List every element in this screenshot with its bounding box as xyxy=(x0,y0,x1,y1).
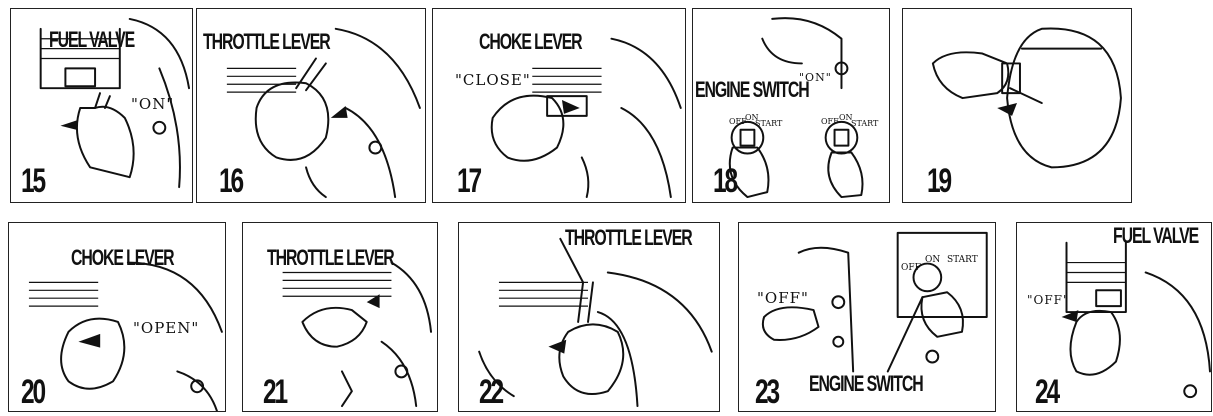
step-15-number: 15 xyxy=(21,164,44,198)
step-20-label: CHOKE LEVER xyxy=(71,247,174,269)
step-22-label: THROTTLE LEVER xyxy=(565,227,692,249)
step-18-dial-start: START xyxy=(755,119,782,128)
step-20-position-text: "OPEN" xyxy=(133,319,199,337)
step-17-panel: CHOKE LEVER "CLOSE" 17 xyxy=(432,8,686,203)
step-24-panel: FUEL VALVE "OFF" 24 xyxy=(1016,222,1212,412)
step-18-dial-start-right: START xyxy=(851,119,878,128)
step-23-dial-start: START xyxy=(947,255,978,265)
step-24-label: FUEL VALVE xyxy=(1113,225,1198,247)
step-18-panel: "ON" ENGINE SWITCH OFF ON START OFF ON S… xyxy=(692,8,890,203)
step-15-panel: FUEL VALVE "ON" 15 xyxy=(10,8,193,203)
step-23-label: ENGINE SWITCH xyxy=(809,373,923,395)
step-17-label: CHOKE LEVER xyxy=(479,31,582,53)
step-24-position-text: "OFF" xyxy=(1027,293,1070,307)
step-21-number: 21 xyxy=(263,375,286,409)
step-15-position-text: "ON" xyxy=(131,95,174,113)
step-23-position-text: "OFF" xyxy=(757,289,809,307)
step-18-dial-off-right: OFF xyxy=(821,117,839,126)
step-19-panel: 19 xyxy=(902,8,1132,203)
step-23-dial-off: OFF xyxy=(901,263,921,273)
step-24-number: 24 xyxy=(1035,375,1058,409)
step-23-dial-on: ON xyxy=(925,255,940,265)
step-23-number: 23 xyxy=(755,375,778,409)
step-18-label: ENGINE SWITCH xyxy=(695,79,809,101)
step-21-panel: THROTTLE LEVER 21 xyxy=(242,222,438,412)
step-22-number: 22 xyxy=(479,375,502,409)
step-21-label: THROTTLE LEVER xyxy=(267,247,394,269)
step-22-panel: THROTTLE LEVER 22 xyxy=(458,222,720,412)
step-18-number: 18 xyxy=(713,164,736,198)
step-17-position-text: "CLOSE" xyxy=(455,71,531,89)
step-20-number: 20 xyxy=(21,375,44,409)
step-16-label: THROTTLE LEVER xyxy=(203,31,330,53)
step-19-number: 19 xyxy=(927,164,950,198)
step-20-panel: CHOKE LEVER "OPEN" 20 xyxy=(8,222,226,412)
step-23-panel: "OFF" OFF ON START ENGINE SWITCH 23 xyxy=(738,222,996,412)
step-15-label: FUEL VALVE xyxy=(49,29,134,51)
step-16-panel: THROTTLE LEVER 16 xyxy=(196,8,426,203)
step-16-number: 16 xyxy=(219,164,242,198)
step-17-number: 17 xyxy=(457,164,480,198)
